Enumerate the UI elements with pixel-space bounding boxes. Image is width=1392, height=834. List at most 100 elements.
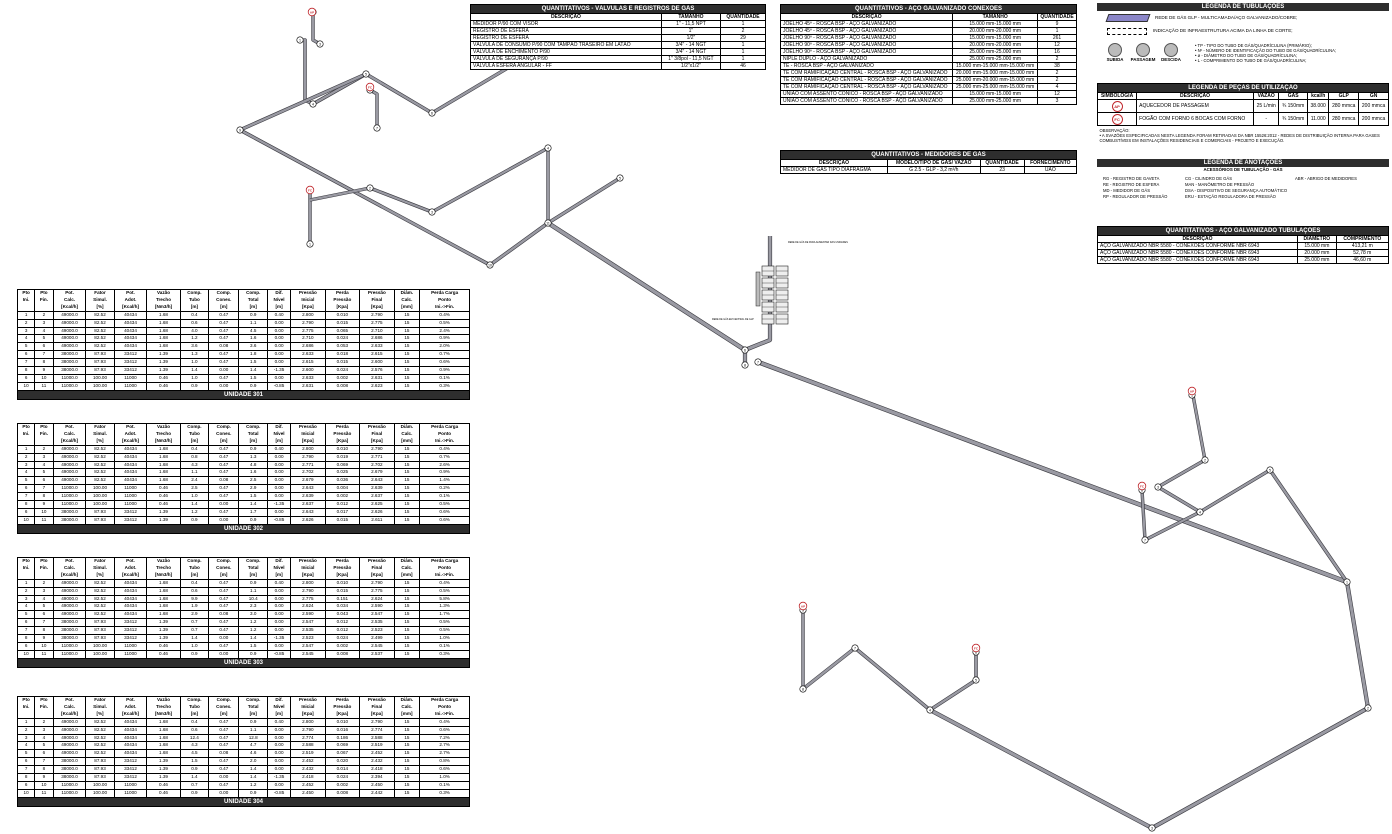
calc-cell: 4 [34,733,54,743]
calc-cell: 7 [16,492,36,502]
calc-header-cell: Pressão [324,564,361,572]
calc-cell: 2 [34,717,54,727]
calc-cell: 2.535 [290,626,326,636]
parts-cell: FC [1096,112,1138,126]
calc-cell: 0.46 [146,780,181,790]
calc-cell: 1.5 [238,373,268,383]
fittings-cell: JOELHO 90º - ROSCA BSP - AÇO GALVANIZADO [779,48,954,56]
calc-cell: 3 [34,452,54,462]
calc-cell: 49000.0 [52,578,87,588]
arrow-descida-label: DESCIDA [1161,57,1181,62]
calc-header-cell: [mm] [393,437,421,446]
calc-cell: 0.00 [266,484,292,494]
node-label: 8 [744,363,746,367]
calc-cell: 0.08 [208,476,240,486]
calc-cell: -0.85 [266,649,292,659]
calc-cell: 38000.0 [52,634,87,643]
calc-cell: 0.46 [146,381,181,391]
calc-cell: 7 [34,350,54,360]
calc-cell: 15 [393,515,421,525]
calc-header-cell: Pto [34,556,54,565]
node-label: 1 [1346,580,1348,584]
calc-cell: 4 [16,602,36,612]
calc-cell: 2.450 [290,788,326,798]
calc-header-cell: Perda Carga [419,422,470,431]
calc-header-cell: Total [238,296,268,304]
calc-cell: 2.450 [359,780,395,790]
calc-cell: 33412 [113,634,148,643]
calc-cell: 49000.0 [52,452,87,462]
calc-cell: 0.069 [324,741,361,751]
node-label: 10 [488,263,492,267]
calc-cell: 100.00 [85,500,115,509]
tubes-table-title: QUANTITATIVOS - AÇO GALVANIZADO TUBULAÇÕ… [1097,226,1389,236]
calc-cell: 82.52 [85,460,115,470]
calc-cell: 1.68 [146,334,181,344]
fittings-row: JOELHO 45º - ROSCA BSP - AÇO GALVANIZADO… [779,20,1077,28]
calc-cell: 2.545 [290,649,326,659]
calc-cell: 49000.0 [52,610,87,620]
legend-note-tp: • TP - TIPO DO TUBO DE GÁS/QUADRÍCULINA … [1195,43,1312,48]
calc-cell: 7 [34,757,54,767]
calc-cell: 2.624 [290,602,326,612]
calc-header-cell: Perda Carga [419,288,470,297]
meters-header-supply: FORNECIMENTO [1023,159,1078,167]
annotation-item: ABR - ABRIGO DE MEDIDORES [1295,176,1357,181]
node-label: 2 [1367,706,1369,710]
parts-cell: 11.000 [1307,112,1330,126]
node-label: 1 [1191,393,1193,397]
calc-cell: 40434 [113,468,148,478]
calc-cell: 0.9% [419,334,470,344]
calc-header-cell: Pressão [359,422,395,431]
calc-cell: 0.47 [208,484,240,494]
pipe-301-h [369,89,379,128]
calc-header-cell: Trecho [146,564,181,572]
legend-pipe-above-label: INDICAÇÃO DE INFRAESTRUTURA ACIMA DA LIN… [1153,28,1293,33]
calc-cell: 0.7 [179,618,210,628]
valves-header-size: TAMANHO [660,13,721,21]
parts-header-symbol: SIMBOLOGIA [1096,92,1138,100]
calc-cell: 10 [34,507,54,517]
calc-cell: 0.7% [419,452,470,462]
calc-cell: 87.93 [85,765,115,775]
calc-cell: 100.00 [85,381,115,391]
calc-cell: 1.4 [179,366,210,375]
calc-header-cell: Conex. [208,296,240,304]
calc-cell: 0.010 [324,444,361,454]
calc-header-cell: Simul. [85,703,115,711]
calc-cell: 0.9 [238,444,268,454]
calc-header-cell: [m] [266,303,292,312]
calc-cell: 0.5% [419,618,470,628]
calc-header-cell: Conex. [208,564,240,572]
calc-cell: 0.002 [324,780,361,790]
stove-icon [305,185,315,195]
calc-cell: -1.35 [266,500,292,509]
node-marker [309,100,317,108]
calc-header-cell: Pressão [290,556,326,565]
calc-cell: 38000.0 [52,507,87,517]
calc-header-cell: Ponto [419,703,470,711]
calc-header-cell: Conex. [208,430,240,438]
valves-cell: VÁLVULA DE CONSUMO P/90 COM TAMPÃO TRASE… [470,41,662,49]
parts-cell: 25 L/min [1252,99,1280,113]
descida-icon [1164,43,1178,57]
calc-cell: 0.00 [266,373,292,383]
calc-cell: 1.8 [238,350,268,360]
calc-cell: 1.6 [238,334,268,344]
calc-cell: 0.00 [208,500,240,509]
calc-table-title: UNIDADE 303 [17,657,470,668]
calc-cell: 1.39 [146,358,181,368]
calc-cell: 15 [393,460,421,470]
calc-cell: 1 [16,717,36,727]
calc-header-cell: Pressão [359,556,395,565]
legend-annotations: LEGENDA DE ANOTAÇÕES ACESSÓRIOS DE TUBUL… [1097,159,1389,200]
calc-header-cell: [m] [266,571,292,580]
regulator-icon [755,271,761,307]
calc-cell: 40434 [113,318,148,328]
